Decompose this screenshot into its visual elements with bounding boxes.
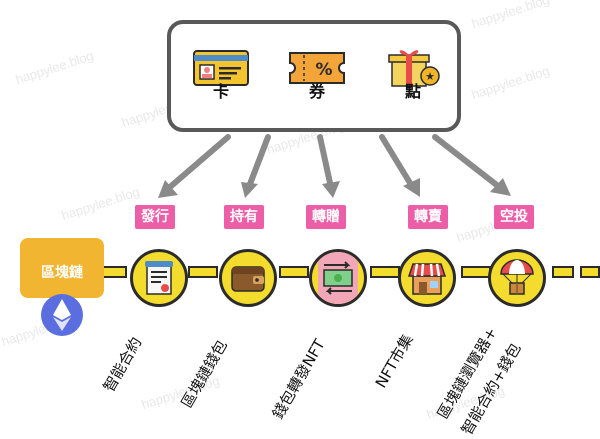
blockchain-block: [20, 238, 104, 298]
blockchain-label: 區塊鏈: [41, 265, 83, 281]
transfer-node: [309, 249, 367, 307]
arrow-to-resell: [379, 134, 413, 186]
action-hold-badge: 持有: [224, 205, 264, 229]
coupon-icon: %: [288, 50, 346, 86]
category-label-coupon: 券: [308, 82, 325, 101]
arrow-to-airdrop: [432, 134, 501, 189]
wallet-icon: [231, 266, 265, 292]
airdrop-node: [488, 249, 546, 307]
contract-node: [130, 249, 188, 307]
wallet-node: [219, 249, 277, 307]
arrow-to-gift: [317, 134, 333, 186]
arrow-to-issue: [167, 134, 231, 190]
chain-link: [101, 266, 127, 278]
category-label-points: 點: [404, 82, 421, 101]
market-node: [398, 249, 456, 307]
chain-link: [370, 266, 400, 278]
category-label-card: 卡: [212, 82, 229, 101]
money-transfer-icon: [318, 252, 358, 304]
svg-text:%: %: [315, 60, 332, 80]
action-issue-badge: 發行: [135, 205, 175, 229]
action-resell-badge: 轉賣: [408, 205, 448, 229]
contract-icon: [145, 261, 173, 295]
svg-text:★: ★: [425, 70, 435, 83]
card-icon: [193, 50, 249, 86]
gift-points-icon: ★: [386, 46, 442, 88]
chain-link: [552, 266, 574, 278]
arrow-to-hold: [247, 134, 271, 187]
airdrop-icon: [500, 259, 534, 295]
chain-link: [279, 266, 309, 278]
chain-link: [188, 266, 218, 278]
chain-link: [580, 266, 600, 278]
action-gift-badge: 轉贈: [306, 205, 346, 229]
action-airdrop-badge: 空投: [494, 205, 534, 229]
ethereum-icon: [40, 293, 84, 337]
market-stall-icon: [407, 263, 447, 295]
chain-link: [461, 266, 491, 278]
